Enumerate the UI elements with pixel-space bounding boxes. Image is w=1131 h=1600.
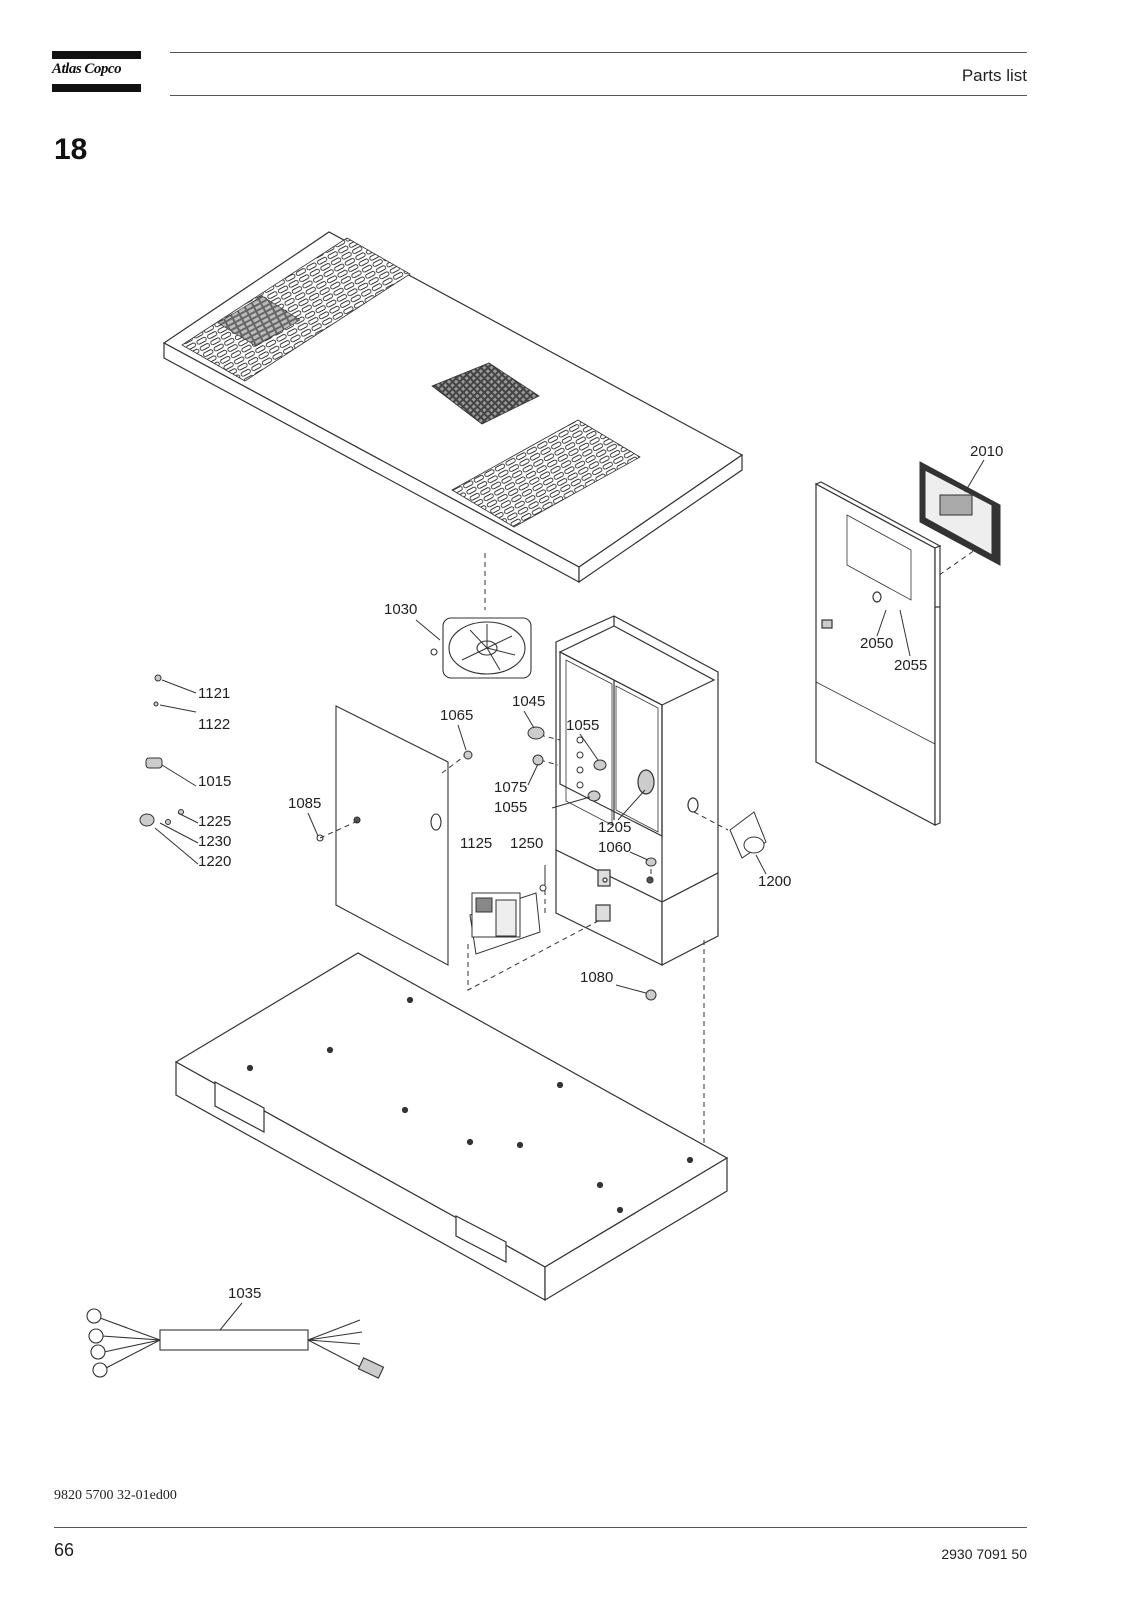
callout-1015: 1015 [198, 773, 231, 790]
callout-1035: 1035 [228, 1285, 261, 1302]
callout-1065: 1065 [440, 707, 473, 724]
leader-lines [154, 459, 985, 1331]
callout-2010: 2010 [970, 443, 1003, 460]
callout-1125: 1125 [460, 835, 492, 852]
callout-1055-top: 1055 [566, 717, 599, 734]
cylinder-1200 [729, 811, 767, 859]
callout-1200: 1200 [758, 873, 791, 890]
callout-1250: 1250 [510, 835, 543, 852]
document-part-number: 2930 7091 50 [941, 1546, 1027, 1562]
header-rule-bottom [170, 95, 1027, 96]
callout-1121: 1121 [198, 685, 230, 702]
callout-1060: 1060 [598, 839, 631, 856]
section-number: 18 [54, 133, 88, 166]
brand-logo: Atlas Copco [52, 61, 122, 77]
callout-2050: 2050 [860, 635, 893, 652]
electrical-cabinet [555, 615, 719, 966]
callout-2055: 2055 [894, 657, 927, 674]
page-number: 66 [54, 1540, 75, 1560]
callout-1225: 1225 [198, 813, 231, 830]
logo-bar-bottom [52, 84, 141, 92]
callout-1030: 1030 [384, 601, 417, 618]
top-cover-panel [162, 231, 744, 584]
footer-rule [54, 1527, 1027, 1528]
transformer-1125 [469, 884, 547, 955]
base-frame [174, 952, 729, 1302]
callout-1080: 1080 [580, 969, 613, 986]
callout-1220: 1220 [198, 853, 231, 870]
door-panel [814, 481, 942, 826]
cable-harness-1035 [86, 1308, 385, 1379]
header-rule-top [170, 52, 1027, 53]
callout-1075: 1075 [494, 779, 527, 796]
document-reference: 9820 5700 32-01ed00 [54, 1488, 177, 1503]
callout-1122: 1122 [198, 716, 230, 733]
logo-bar-top [52, 51, 141, 59]
small-parts [139, 674, 184, 827]
display-2010 [919, 461, 1001, 566]
assembly-lines [319, 549, 976, 1145]
callout-1205: 1205 [598, 819, 631, 836]
callout-1055-bottom: 1055 [494, 799, 527, 816]
mounting-plate [316, 705, 449, 966]
page-title: Parts list [961, 66, 1027, 85]
cable-glands [463, 726, 657, 1001]
callout-1085: 1085 [288, 795, 321, 812]
callout-1230: 1230 [198, 833, 231, 850]
fan-1030 [430, 617, 532, 679]
callout-1045: 1045 [512, 693, 545, 710]
